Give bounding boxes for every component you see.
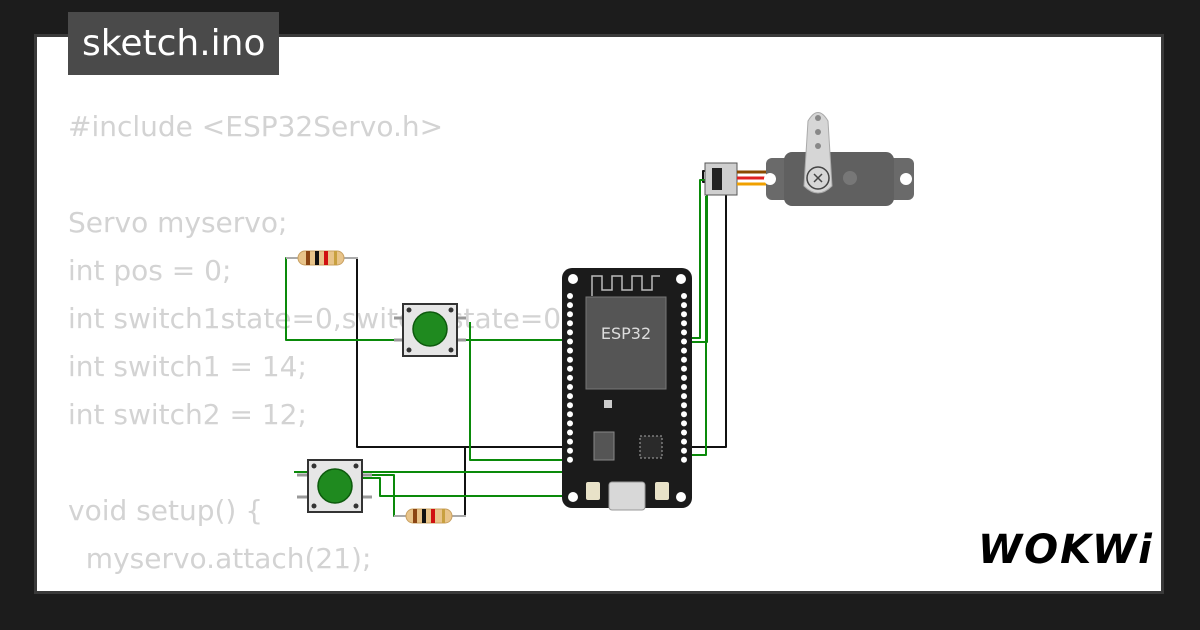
header-pin[interactable] [567, 393, 573, 400]
code-line: int switch1state=0,switch2state=0; [68, 302, 571, 335]
wire-green-servo-sig[interactable] [690, 179, 713, 339]
header-pin[interactable] [681, 384, 687, 390]
sketch-title-tab[interactable]: sketch.ino [68, 12, 280, 75]
board-label: ESP32 [601, 324, 651, 343]
wire-green-servo-vcc[interactable] [690, 187, 713, 343]
code-line: int switch1 = 14; [68, 350, 307, 383]
header-pin[interactable] [681, 411, 687, 418]
code-line: Servo myservo; [68, 206, 288, 239]
header-pin[interactable] [681, 456, 687, 463]
header-pin[interactable] [567, 402, 573, 409]
header-pin[interactable] [681, 320, 687, 327]
header-pin[interactable] [567, 338, 573, 345]
header-pin[interactable] [567, 302, 573, 309]
header-pin[interactable] [567, 420, 573, 427]
header-pin[interactable] [681, 365, 687, 372]
header-pin[interactable] [681, 438, 687, 445]
header-pin[interactable] [681, 338, 687, 345]
header-pin[interactable] [567, 447, 573, 454]
wire-green-button1-pin[interactable] [456, 339, 571, 346]
wire-green-resistor1[interactable] [285, 257, 404, 341]
header-pin[interactable] [567, 438, 573, 445]
code-line: void setup() { [68, 494, 264, 527]
header-pin[interactable] [681, 311, 687, 318]
wire-green-button2-right[interactable] [362, 477, 568, 497]
code-line: #include <ESP32Servo.h> [68, 110, 444, 143]
header-pin[interactable] [681, 447, 687, 454]
wire-green-button1-down[interactable] [469, 322, 568, 461]
pushbutton-1[interactable] [394, 303, 466, 357]
wokwi-logo[interactable]: WOKWi [978, 527, 1154, 573]
header-pin[interactable] [681, 347, 687, 354]
header-pin[interactable] [567, 374, 573, 381]
header-pin[interactable] [567, 311, 573, 318]
header-pin[interactable] [681, 402, 687, 409]
header-pin[interactable] [567, 365, 573, 372]
code-preview: #include <ESP32Servo.h> Servo myservo; int… [68, 103, 571, 591]
code-line: myservo.attach(21); [68, 542, 372, 575]
header-pin[interactable] [567, 384, 573, 390]
header-pin[interactable] [567, 293, 573, 299]
header-pin[interactable] [567, 429, 573, 436]
servo-motor[interactable] [704, 112, 914, 207]
esp32-devkit[interactable]: ESP32 [562, 268, 692, 511]
header-pin[interactable] [681, 429, 687, 436]
wire-green-servo-low[interactable] [690, 196, 707, 456]
header-pin[interactable] [567, 329, 573, 336]
header-pin[interactable] [681, 374, 687, 381]
header-pin[interactable] [681, 302, 687, 309]
code-line: int switch2 = 12; [68, 398, 307, 431]
resistor-2[interactable] [394, 508, 466, 524]
header-pin[interactable] [681, 393, 687, 400]
header-pin[interactable] [567, 320, 573, 327]
code-line: int pos = 0; [68, 254, 232, 287]
pushbutton-2[interactable] [297, 459, 372, 513]
header-pin[interactable] [681, 329, 687, 336]
header-pin[interactable] [681, 420, 687, 427]
header-pin[interactable] [567, 356, 573, 363]
header-pin[interactable] [567, 456, 573, 463]
header-pin[interactable] [567, 347, 573, 354]
header-pin[interactable] [681, 356, 687, 363]
header-pin[interactable] [567, 411, 573, 418]
code-line: pinMode(switch1, INPUT); [68, 583, 571, 591]
header-pin[interactable] [681, 293, 687, 299]
resistor-1[interactable] [286, 250, 358, 266]
